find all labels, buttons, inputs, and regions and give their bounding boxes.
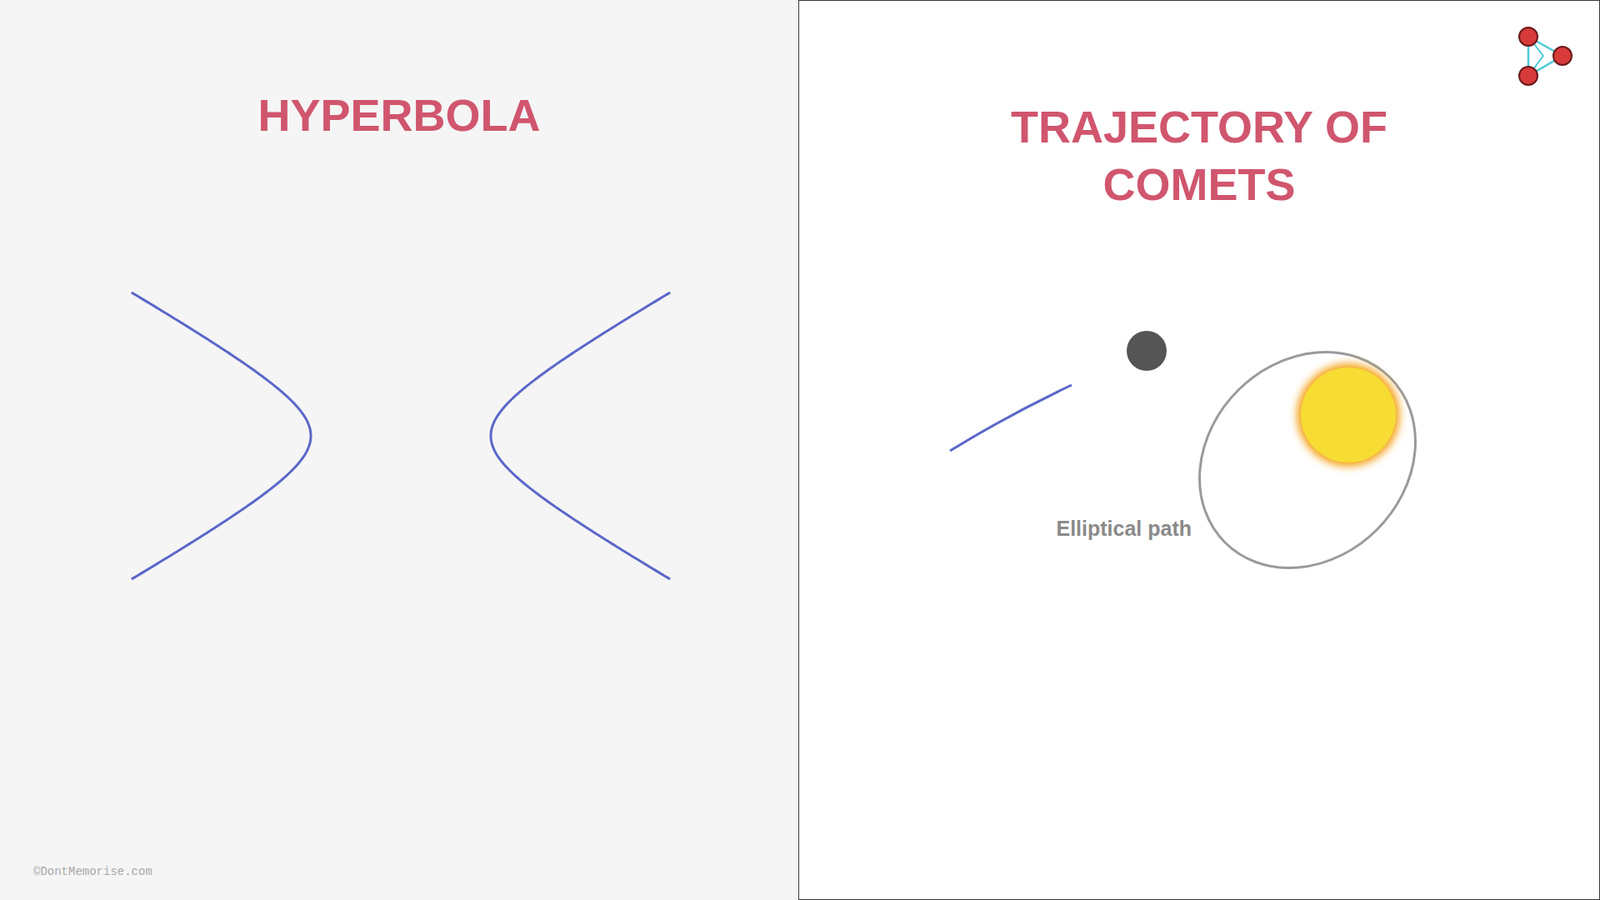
hyperbola-branch [490, 292, 670, 580]
sun-glow [1296, 363, 1400, 467]
watermark: ©DontMemorise.com [33, 865, 153, 880]
hyperbola-curve [131, 292, 670, 580]
hyperbola-branch [131, 292, 311, 580]
elliptical-orbit [1155, 308, 1460, 613]
right-panel [799, 0, 1600, 900]
orbit-label: Elliptical path [1055, 515, 1192, 541]
left-panel [0, 0, 799, 900]
panel-title: HYPERBOLA [232, 88, 566, 143]
comet [1126, 330, 1167, 371]
comet-path [950, 385, 1072, 451]
sun [1300, 367, 1396, 463]
logo-icon [1519, 27, 1572, 85]
panel-title: TRAJECTORY OF COMETS [982, 98, 1416, 214]
